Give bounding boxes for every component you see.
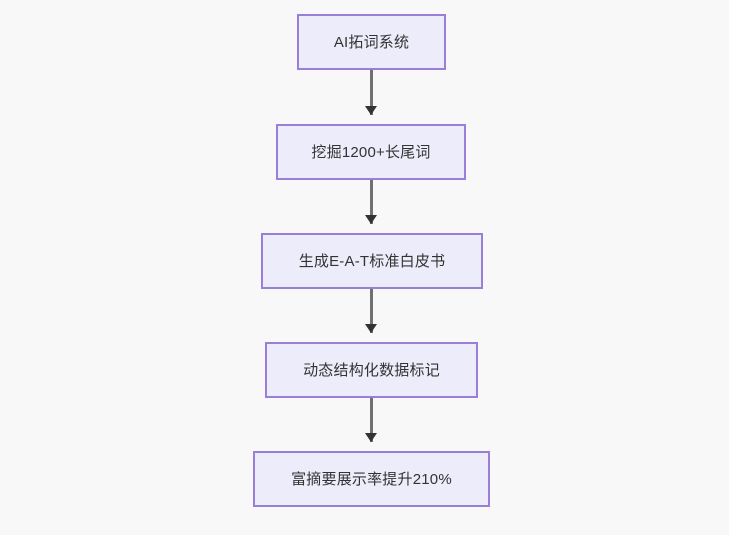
node-label: 富摘要展示率提升210% — [291, 470, 452, 488]
edge-line — [369, 70, 373, 115]
flowchart-node-1[interactable]: AI拓词系统 — [297, 14, 446, 70]
arrowhead-icon — [365, 433, 377, 442]
node-label: 动态结构化数据标记 — [303, 361, 440, 379]
edge-line — [369, 398, 373, 442]
flowchart-node-5[interactable]: 富摘要展示率提升210% — [253, 451, 490, 507]
arrowhead-icon — [365, 106, 377, 115]
flowchart-node-4[interactable]: 动态结构化数据标记 — [265, 342, 478, 398]
arrowhead-icon — [365, 215, 377, 224]
node-label: 挖掘1200+长尾词 — [311, 143, 431, 161]
edge-line — [369, 289, 373, 333]
node-label: AI拓词系统 — [333, 33, 410, 51]
flowchart-node-3[interactable]: 生成E-A-T标准白皮书 — [261, 233, 483, 289]
flowchart-node-2[interactable]: 挖掘1200+长尾词 — [276, 124, 466, 180]
edge-line — [369, 180, 373, 224]
arrowhead-icon — [365, 324, 377, 333]
node-label: 生成E-A-T标准白皮书 — [298, 252, 446, 270]
